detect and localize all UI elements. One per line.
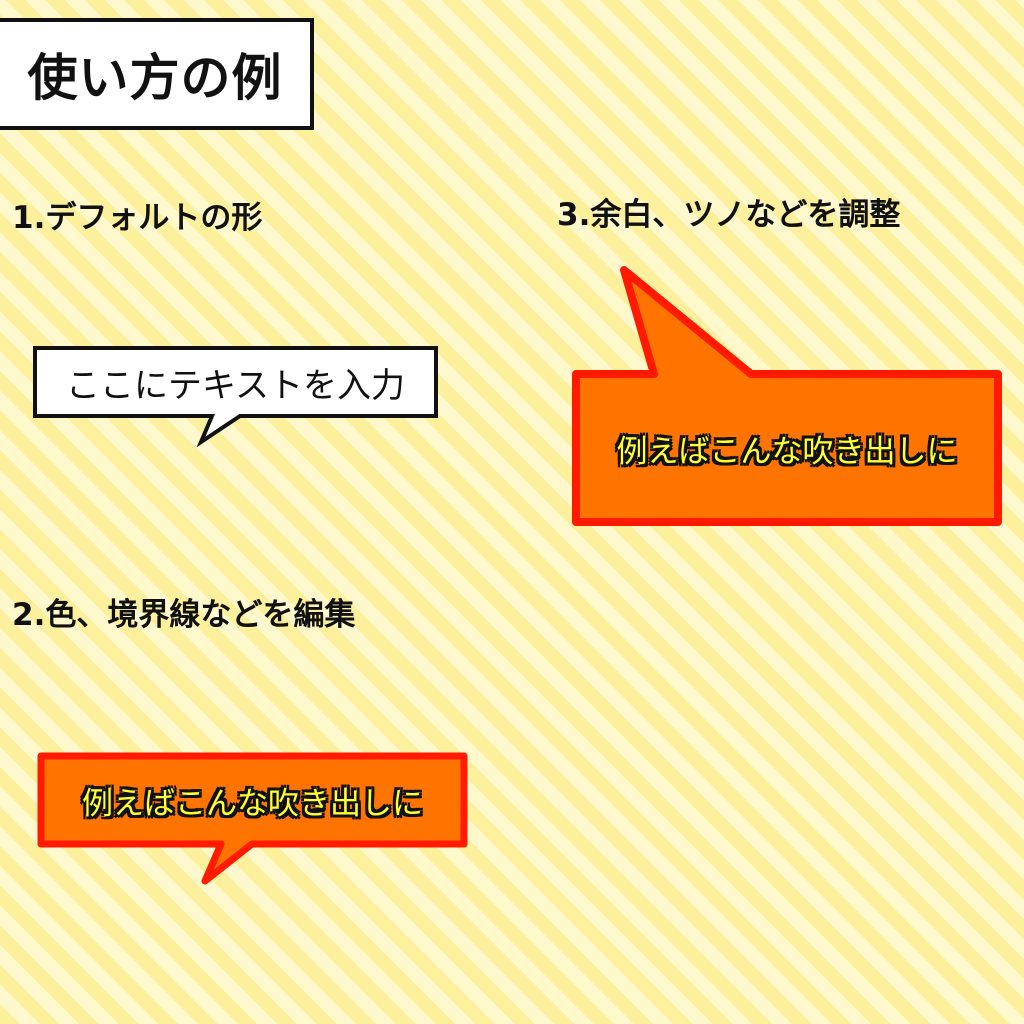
default-speech-bubble-shape[interactable] [33,346,438,448]
section-2-heading: 2.色、境界線などを編集 [12,597,356,633]
default-bubble-text: ここにテキストを入力 [66,365,405,406]
edited-bubble-text: 例えばこんな吹き出しに [82,785,423,822]
page-title-box: 使い方の例 [0,18,314,130]
page-title: 使い方の例 [27,49,283,107]
adjusted-bubble-text: 例えばこんな吹き出しに [616,434,958,470]
adjusted-speech-bubble-shape[interactable] [572,266,1002,526]
edited-speech-bubble-shape[interactable] [37,752,468,885]
section-3-heading: 3.余白、ツノなどを調整 [557,197,901,233]
section-1-heading: 1.デフォルトの形 [12,200,263,236]
